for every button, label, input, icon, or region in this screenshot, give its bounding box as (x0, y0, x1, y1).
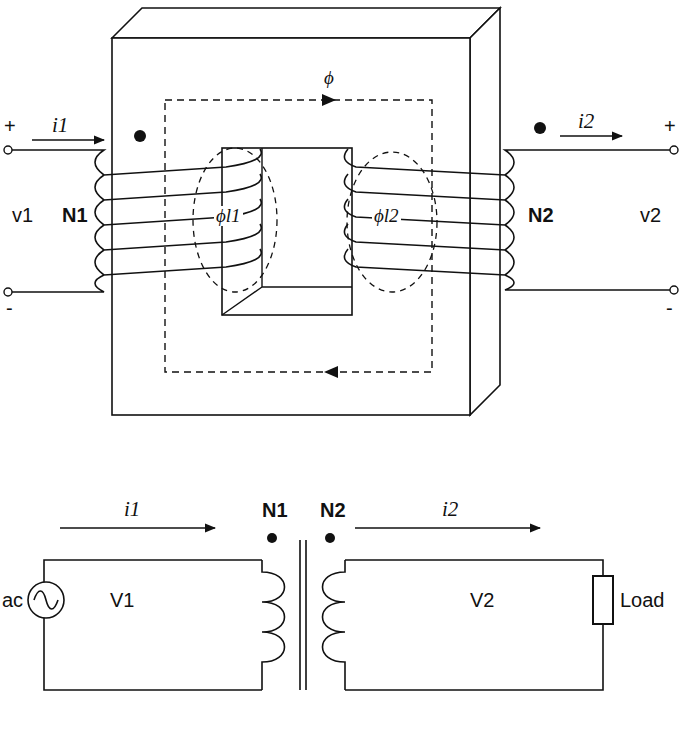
ac-source: ac (2, 580, 66, 620)
sine-symbol (34, 591, 58, 609)
terminal (4, 146, 12, 154)
flux-arrow (322, 94, 336, 106)
primary-coil-symbol (262, 560, 285, 690)
label: i2 (576, 110, 596, 132)
flux-arrow (324, 366, 338, 378)
label: v2 (638, 205, 663, 226)
secondary-coil-symbol (323, 560, 346, 690)
wire (44, 560, 262, 582)
label: i1 (50, 114, 70, 136)
current-arrow (355, 527, 540, 528)
label: V1 (108, 590, 136, 611)
leakage-flux-loop (347, 152, 437, 292)
label: ϕl1 (214, 206, 243, 226)
source-circle (28, 582, 64, 618)
polarity-dot (325, 533, 335, 543)
label: V2 (468, 590, 496, 611)
current-arrow (560, 135, 622, 136)
label: N1 (260, 500, 290, 521)
load-resistor (592, 575, 614, 625)
label: ϕl2 (372, 206, 401, 226)
source-label: ac (2, 590, 23, 611)
polarity-dot (134, 130, 146, 142)
label: N2 (526, 205, 556, 226)
core-symbol (300, 540, 306, 690)
label: i2 (440, 498, 460, 520)
load-box: Load (592, 575, 665, 625)
label: v1 (10, 205, 35, 226)
primary-winding (12, 149, 261, 292)
secondary-winding (344, 149, 670, 290)
label: - (4, 298, 15, 319)
terminal (670, 146, 678, 154)
label: + (662, 116, 678, 137)
ac-source-symbol (26, 580, 66, 620)
label: N1 (60, 205, 90, 226)
terminal (4, 288, 12, 296)
core-side-face (470, 8, 500, 415)
load-label: Load (620, 590, 665, 611)
label: - (664, 298, 675, 319)
current-arrow (32, 139, 104, 140)
terminal (670, 286, 678, 294)
wire (345, 560, 603, 575)
label: + (2, 116, 18, 137)
label: i1 (122, 498, 142, 520)
leakage-flux-loop (193, 148, 277, 292)
wire (44, 618, 262, 690)
wire (345, 625, 603, 690)
core-front-face (112, 38, 470, 415)
current-arrow (60, 527, 215, 528)
polarity-dot (267, 533, 277, 543)
label: ϕ (322, 68, 336, 88)
core-top-face (112, 8, 500, 38)
polarity-dot (534, 122, 546, 134)
core-window-depth (222, 148, 352, 315)
core-window (222, 148, 352, 315)
label: N2 (318, 500, 348, 521)
flux-path (165, 100, 432, 372)
